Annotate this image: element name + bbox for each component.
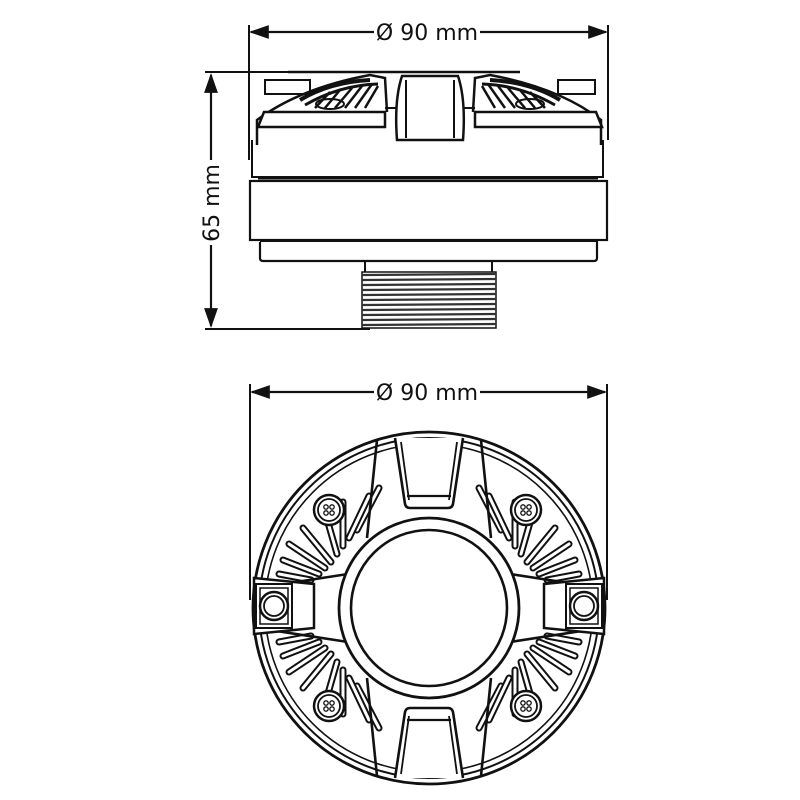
screw-bottom-left [312,689,346,723]
side-left-housing [255,73,389,145]
screw-bottom-right [509,689,543,723]
bottom-view: Ø 90 mm [249,381,608,786]
screw-top-right [509,493,543,527]
top-pad [393,437,465,510]
side-width-dimension: Ø 90 mm [248,21,609,160]
side-threaded-throat [361,261,497,329]
screw-top-left [312,493,346,527]
side-main-body [248,179,609,242]
side-width-label: Ø 90 mm [376,21,478,46]
bottom-width-dimension: Ø 90 mm [249,381,608,600]
throat-opening [349,528,509,688]
bottom-pad [393,706,465,779]
side-center-block [385,74,475,142]
terminal-left [252,576,316,636]
side-view: Ø 90 mm 65 mm [200,21,609,330]
terminal-right [542,576,606,636]
side-lower-flange [258,242,599,263]
side-height-label: 65 mm [200,164,225,242]
bottom-width-label: Ø 90 mm [376,381,478,406]
side-height-dimension: 65 mm [200,71,370,330]
side-right-housing [471,73,604,145]
